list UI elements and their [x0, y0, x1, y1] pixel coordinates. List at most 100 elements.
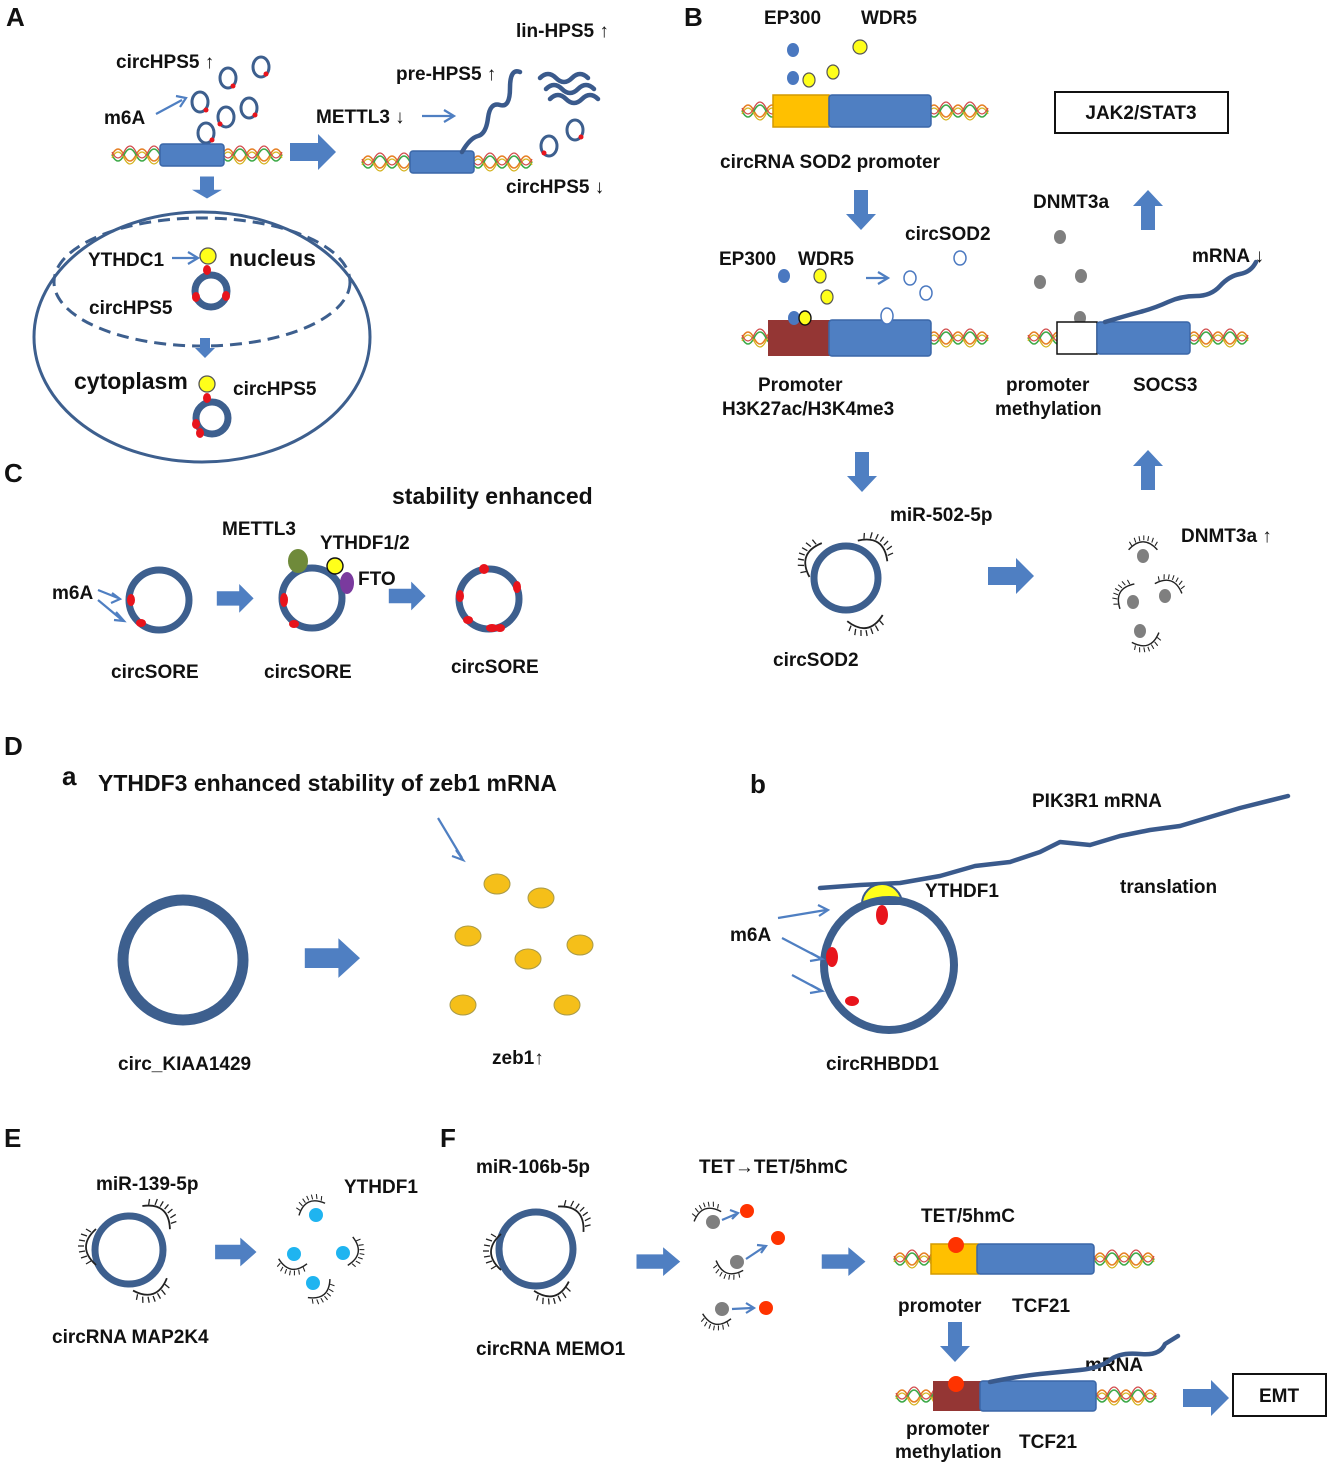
- label-wdr5-mid: WDR5: [798, 249, 854, 270]
- panel-letter-a: A: [6, 2, 25, 32]
- panel-letter-d: D: [4, 731, 23, 761]
- panel-c: C stability enhanced METTL3 YTHDF1/2 FTO…: [4, 458, 593, 683]
- arrow-m6a-a: [155, 99, 183, 115]
- label-circmemo1: circRNA MEMO1: [476, 1339, 626, 1360]
- label-ythdc1: YTHDC1: [88, 250, 164, 271]
- gene-sod2: [828, 94, 932, 128]
- label-circsore-1: circSORE: [111, 662, 199, 683]
- label-mettl3-down: METTL3 ↓: [316, 107, 405, 128]
- label-zeb1: zeb1↑: [492, 1048, 544, 1069]
- label-pik3r1: PIK3R1 mRNA: [1032, 791, 1162, 812]
- gene-hps5-mettl3: [409, 150, 475, 174]
- label-circrhbdd1: circRHBDD1: [826, 1054, 939, 1075]
- label-circhps5-down: circHPS5 ↓: [506, 177, 604, 198]
- promoter-methylated-socs3: [1056, 321, 1098, 355]
- pik3r1-mrna: [817, 793, 1291, 891]
- circsod2-ring: [810, 542, 882, 614]
- label-promoter-b: Promoter: [758, 375, 843, 396]
- label-ythdf1-e: YTHDF1: [344, 1177, 418, 1198]
- label-sub-b: b: [750, 769, 766, 799]
- panel-f: F miR-106b-5p TET→TET/5hmC TET/5hmC prom…: [440, 1123, 1327, 1463]
- label-promoter-meth-f2: methylation: [895, 1442, 1002, 1463]
- panel-letter-f: F: [440, 1123, 456, 1153]
- label-nucleus: nucleus: [229, 245, 316, 271]
- label-jak2-stat3: JAK2/STAT3: [1085, 103, 1196, 124]
- zeb1-ovals: [449, 873, 594, 1016]
- label-circhps5-nucleus: circHPS5: [89, 298, 173, 319]
- pre-hps5-transcript: [459, 69, 523, 155]
- label-circsore-2: circSORE: [264, 662, 352, 683]
- label-tcf21-1: TCF21: [1012, 1296, 1071, 1317]
- label-promoter-f: promoter: [898, 1296, 982, 1317]
- panel-letter-c: C: [4, 458, 23, 488]
- label-wdr5-top: WDR5: [861, 8, 917, 29]
- label-mir139: miR-139-5p: [96, 1174, 198, 1195]
- circmemo1-ring: [495, 1208, 577, 1290]
- label-tet-arrow: TET→TET/5hmC: [699, 1157, 848, 1178]
- ythdf1-released: [275, 1189, 368, 1310]
- label-dnmt3a-top: DNMT3a: [1033, 192, 1109, 213]
- label-tet5hmc: TET/5hmC: [921, 1206, 1015, 1227]
- circhps5-cytoplasmic: [192, 398, 232, 438]
- label-promoter-meth-b2: methylation: [995, 399, 1102, 420]
- label-circsod2-top: circSOD2: [905, 224, 991, 245]
- label-ep300-mid: EP300: [719, 249, 776, 270]
- label-circsore-3: circSORE: [451, 657, 539, 678]
- label-emt: EMT: [1259, 1386, 1300, 1407]
- label-pre-hps5: pre-HPS5 ↑: [396, 64, 496, 85]
- panel-b: B EP300 WDR5 JAK2/STAT3 circRNA SOD2 pro…: [684, 2, 1272, 671]
- promoter-sod2-orange: [772, 94, 830, 128]
- cell-outline: [32, 210, 372, 464]
- label-mettl3-c: METTL3: [222, 519, 296, 540]
- label-sub-a: a: [62, 761, 77, 791]
- dnmt3a-released: [1106, 534, 1188, 657]
- circhps5-nuclear: [191, 271, 231, 311]
- label-ythdf1-b: YTHDF1: [925, 881, 999, 902]
- label-m6a-b: m6A: [730, 925, 771, 946]
- label-dnmt3a-up: DNMT3a ↑: [1181, 526, 1272, 547]
- tcf21-mrna: [987, 1333, 1181, 1385]
- circmap2k4-ring: [91, 1212, 167, 1288]
- label-ep300-top: EP300: [764, 8, 821, 29]
- box-jak2-stat3: [1054, 91, 1229, 134]
- panel-letter-e: E: [4, 1123, 21, 1153]
- label-mir106b: miR-106b-5p: [476, 1157, 590, 1178]
- panel-d: D a YTHDF3 enhanced stability of zeb1 mR…: [4, 731, 1291, 1075]
- small-circrnas-a: [190, 55, 271, 145]
- label-circhps5-cytoplasm: circHPS5: [233, 379, 317, 400]
- label-promoter-meth-b1: promoter: [1006, 375, 1090, 396]
- panel-letter-b: B: [684, 2, 703, 32]
- gene-socs3: [1096, 321, 1191, 355]
- gene-hps5: [159, 143, 225, 167]
- label-circhps5-up: circHPS5 ↑: [116, 52, 214, 73]
- label-m6a-c: m6A: [52, 583, 93, 604]
- box-emt: [1232, 1373, 1327, 1417]
- label-sod2-promoter: circRNA SOD2 promoter: [720, 152, 941, 173]
- label-h3k: H3K27ac/H3K4me3: [722, 399, 894, 420]
- label-circ-kiaa1429: circ_KIAA1429: [118, 1054, 251, 1075]
- circsore-2: [278, 564, 346, 632]
- label-circsod2-bottom: circSOD2: [773, 650, 859, 671]
- label-stability-enhanced: stability enhanced: [392, 483, 593, 509]
- ythdc1-protein: [199, 247, 217, 265]
- label-mrna-f: mRNA: [1085, 1355, 1143, 1376]
- panel-a: A circHPS5 ↑ m6A lin-HPS5 ↑ pre-HPS5 ↑ M…: [6, 2, 609, 464]
- tet-release: [688, 1197, 785, 1334]
- label-fto: FTO: [358, 569, 396, 590]
- label-mir502: miR-502-5p: [890, 505, 992, 526]
- label-promoter-meth-f1: promoter: [906, 1419, 990, 1440]
- gene-sod2-activated: [828, 319, 932, 357]
- label-m6a-a: m6A: [104, 108, 145, 129]
- gene-tcf21-2: [979, 1380, 1097, 1412]
- circ-kiaa1429-ring: [117, 894, 249, 1026]
- panel-e: E miR-139-5p YTHDF1 circRNA MAP2K4: [4, 1123, 418, 1348]
- label-socs3: SOCS3: [1133, 375, 1197, 396]
- lin-hps5-strands: [537, 71, 601, 106]
- gene-tcf21-1: [976, 1243, 1095, 1275]
- promoter-h3k27ac: [768, 320, 830, 356]
- label-title-a: YTHDF3 enhanced stability of zeb1 mRNA: [98, 770, 557, 796]
- label-circmap2k4: circRNA MAP2K4: [52, 1327, 209, 1348]
- label-mrna-down: mRNA ↓: [1192, 246, 1264, 267]
- label-translation: translation: [1120, 877, 1217, 898]
